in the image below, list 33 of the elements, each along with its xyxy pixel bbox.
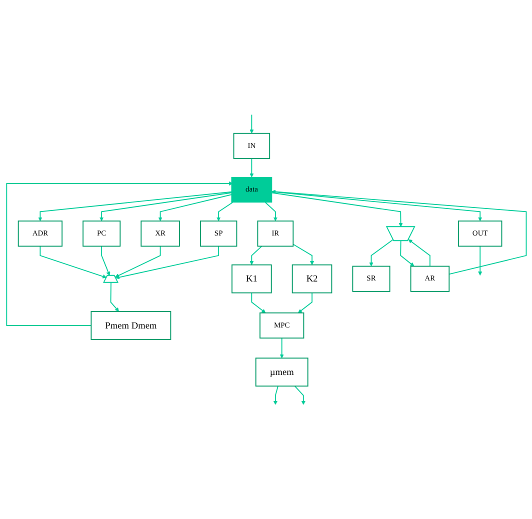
node-trapezoid (386, 226, 416, 241)
arrow (292, 244, 314, 265)
arrow (38, 191, 232, 221)
node-box: µmem (255, 357, 308, 386)
arrow (6, 181, 234, 326)
node-box: K1 (232, 264, 272, 294)
arrow (250, 246, 262, 265)
arrow (280, 337, 284, 358)
arrow (250, 114, 254, 134)
arrow (408, 239, 430, 266)
arrow (369, 238, 394, 266)
arrow (100, 192, 232, 221)
arrow (115, 246, 161, 278)
arrow (40, 246, 107, 278)
node-trapezoid (103, 274, 119, 283)
arrow (264, 202, 278, 221)
arrow (158, 194, 232, 221)
arrow (478, 246, 482, 276)
arrow (110, 282, 120, 312)
arrow (271, 191, 482, 221)
arrow (251, 292, 266, 313)
arrow (116, 246, 220, 280)
arrow (272, 189, 527, 274)
arrow (298, 292, 313, 313)
arrow (294, 385, 306, 405)
node-box: K2 (292, 264, 332, 294)
arrow (271, 192, 403, 227)
arrow (273, 385, 278, 405)
arrow (101, 246, 110, 276)
node-box: Pmem Dmem (90, 310, 172, 340)
arrow (216, 202, 234, 221)
arrow (400, 240, 414, 266)
arrow (250, 158, 254, 178)
